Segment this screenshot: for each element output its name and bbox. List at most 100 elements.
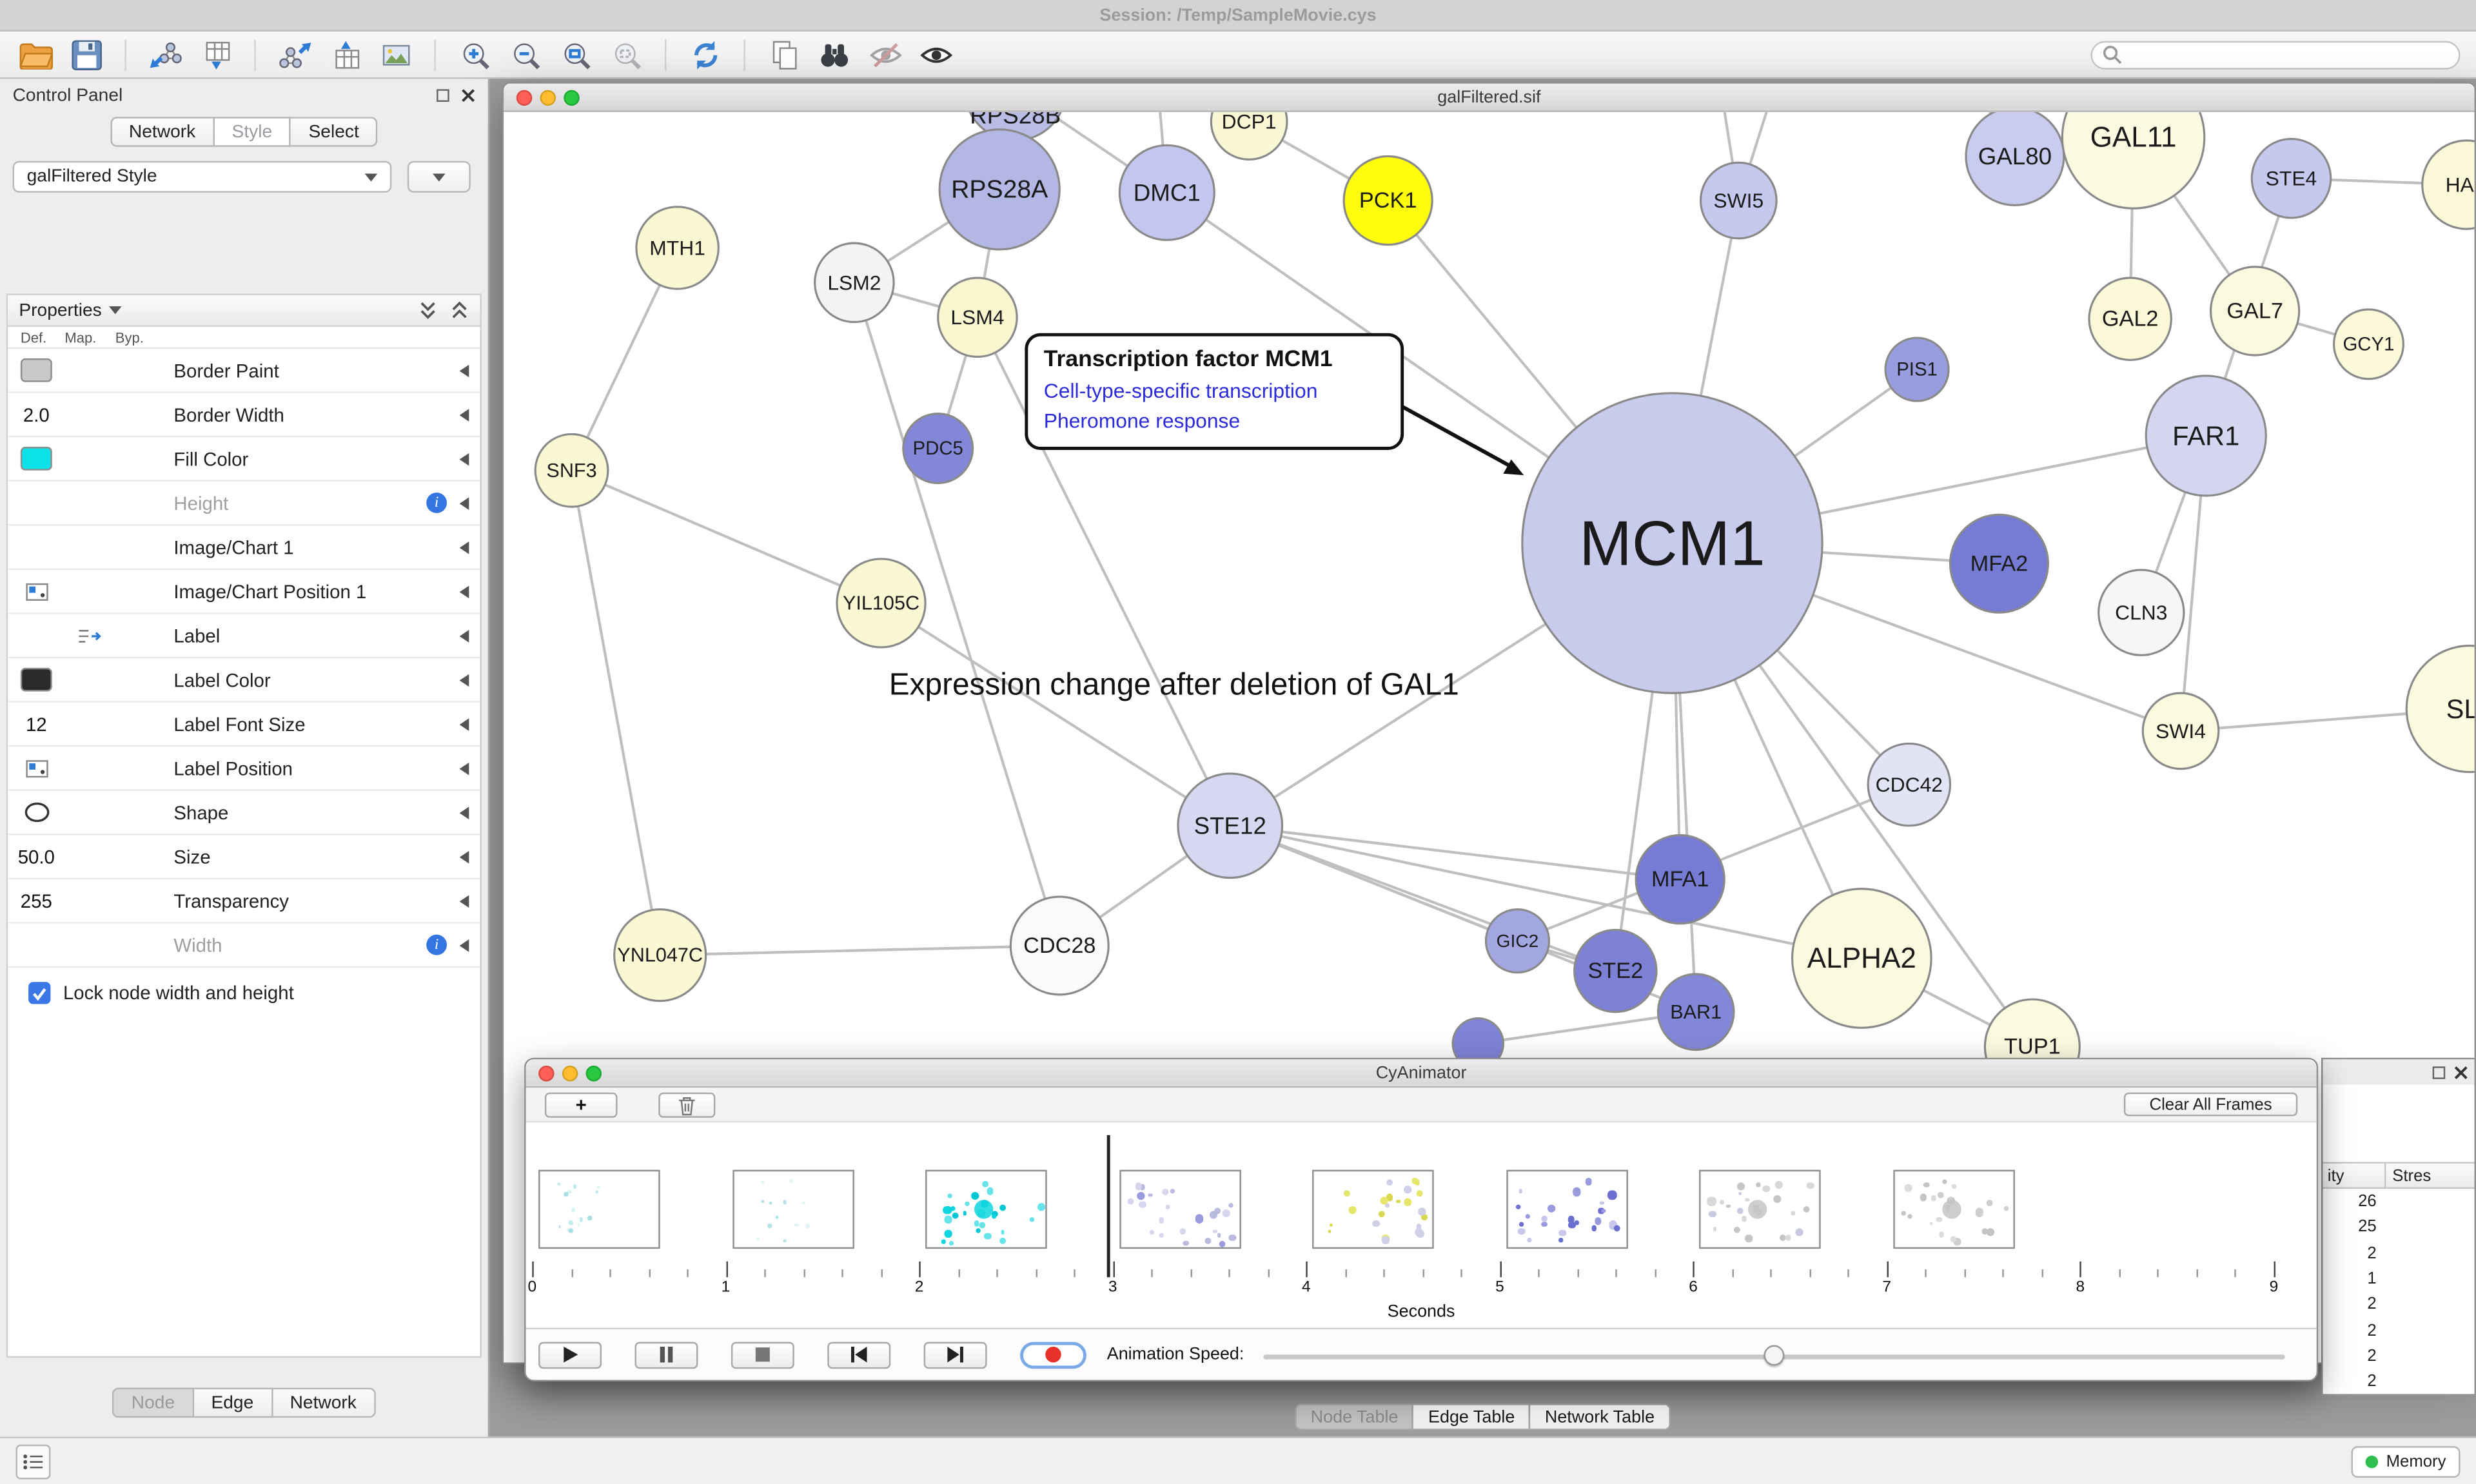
expand-arrow-icon[interactable] [459, 938, 469, 952]
annotation-box[interactable]: Transcription factor MCM1 Cell-type-spec… [1025, 333, 1404, 450]
float-panel-icon[interactable] [436, 88, 450, 103]
network-node[interactable]: STE2 [1573, 928, 1658, 1013]
collapse-all-icon[interactable] [418, 300, 437, 320]
expand-arrow-icon[interactable] [459, 496, 469, 509]
zoom-in-button[interactable] [455, 35, 494, 74]
expand-arrow-icon[interactable] [459, 850, 469, 863]
network-window-titlebar[interactable]: galFiltered.sif [504, 83, 2475, 112]
frame-thumbnail[interactable] [1506, 1169, 1628, 1249]
find-button[interactable] [815, 35, 854, 74]
expand-arrow-icon[interactable] [459, 806, 469, 819]
network-node[interactable]: LSM2 [814, 242, 895, 324]
expand-all-icon[interactable] [450, 300, 469, 320]
export-table-button[interactable] [325, 35, 364, 74]
property-row[interactable]: Label Position [8, 747, 480, 791]
frame-thumbnail[interactable] [925, 1169, 1047, 1249]
tab-style[interactable]: Style [214, 117, 291, 147]
network-node[interactable]: GAL2 [2088, 277, 2172, 361]
import-table-button[interactable] [196, 35, 235, 74]
apply-layout-button[interactable] [685, 35, 725, 74]
property-row[interactable]: Border Paint [8, 349, 480, 393]
network-node[interactable]: RPS28A [938, 128, 1061, 251]
tab-network-table[interactable]: Network Table [1530, 1403, 1671, 1430]
network-node[interactable]: FAR1 [2145, 375, 2267, 497]
lock-size-checkbox[interactable] [28, 982, 51, 1004]
timeline-playhead[interactable] [1106, 1135, 1110, 1278]
chevron-down-icon[interactable] [110, 306, 123, 315]
expand-arrow-icon[interactable] [459, 718, 469, 730]
tab-network[interactable]: Network [110, 117, 215, 147]
expand-arrow-icon[interactable] [459, 585, 469, 598]
slider-thumb[interactable] [1764, 1344, 1785, 1365]
network-node[interactable]: MFA2 [1949, 513, 2049, 614]
annotation-link[interactable]: Pheromone response [1043, 409, 1241, 433]
export-image-button[interactable] [376, 35, 415, 74]
network-edge[interactable] [571, 469, 882, 605]
tab-edge-table[interactable]: Edge Table [1413, 1403, 1531, 1430]
network-edge[interactable] [880, 601, 1231, 827]
previous-frame-button[interactable] [827, 1341, 891, 1369]
import-network-button[interactable] [145, 35, 184, 74]
close-window-icon[interactable] [538, 1066, 555, 1082]
default-value[interactable]: 12 [25, 712, 47, 736]
open-file-button[interactable] [15, 35, 55, 74]
zoom-fit-button[interactable] [556, 35, 595, 74]
search-field[interactable] [2090, 40, 2461, 69]
zoom-selected-button[interactable] [606, 35, 645, 74]
close-panel-icon[interactable] [2454, 1065, 2468, 1079]
pause-button[interactable] [634, 1341, 698, 1369]
expand-arrow-icon[interactable] [459, 673, 469, 687]
expand-arrow-icon[interactable] [459, 364, 469, 377]
close-panel-icon[interactable] [461, 88, 475, 103]
property-row[interactable]: Fill Color [8, 437, 480, 482]
network-node[interactable]: GAL80 [1965, 112, 2065, 206]
network-node[interactable]: GIC2 [1484, 908, 1551, 974]
table-column-header[interactable]: ity [2323, 1163, 2386, 1187]
expand-arrow-icon[interactable] [459, 894, 469, 907]
copy-button[interactable] [764, 35, 803, 74]
tab-node-table[interactable]: Node Table [1295, 1403, 1414, 1430]
property-row[interactable]: Image/Chart 1 [8, 525, 480, 571]
network-node[interactable]: LSM4 [937, 277, 1018, 358]
clear-all-frames-button[interactable]: Clear All Frames [2123, 1092, 2298, 1117]
network-edge[interactable] [852, 282, 1061, 946]
frame-thumbnail[interactable] [732, 1169, 854, 1249]
expand-arrow-icon[interactable] [459, 761, 469, 775]
property-row[interactable]: Label Color [8, 658, 480, 703]
style-selector[interactable]: galFiltered Style [12, 161, 392, 193]
default-value[interactable]: 255 [20, 890, 52, 912]
network-node[interactable]: STE4 [2250, 137, 2332, 219]
frame-thumbnail[interactable] [1699, 1169, 1822, 1249]
network-edge[interactable] [1230, 824, 1616, 973]
default-value-swatch[interactable] [20, 667, 52, 692]
zoom-window-icon[interactable] [585, 1066, 602, 1082]
property-row[interactable]: Image/Chart Position 1 [8, 570, 480, 614]
tab-select[interactable]: Select [291, 117, 378, 147]
network-node[interactable]: SLT [2405, 645, 2475, 774]
network-edge[interactable] [976, 317, 1232, 826]
next-frame-button[interactable] [923, 1341, 987, 1369]
property-row[interactable]: Shape [8, 790, 480, 835]
tab-network-bottom[interactable]: Network [272, 1387, 376, 1418]
expand-arrow-icon[interactable] [459, 540, 469, 554]
show-all-button[interactable] [916, 35, 955, 74]
network-node[interactable]: PCK1 [1342, 155, 1433, 246]
default-value-swatch[interactable] [20, 358, 52, 382]
minimize-window-icon[interactable] [562, 1066, 578, 1082]
delete-frame-button[interactable] [658, 1091, 716, 1117]
hide-selected-button[interactable] [865, 35, 905, 74]
expand-arrow-icon[interactable] [459, 408, 469, 421]
network-node[interactable]: PIS1 [1884, 337, 1950, 402]
cyanimator-titlebar[interactable]: CyAnimator [526, 1059, 2317, 1088]
frame-thumbnail[interactable] [1119, 1169, 1241, 1249]
play-button[interactable] [538, 1341, 602, 1369]
network-node[interactable]: STE12 [1177, 772, 1284, 879]
network-node[interactable]: SNF3 [534, 433, 609, 508]
network-node[interactable]: SWI5 [1699, 161, 1778, 240]
save-session-button[interactable] [66, 35, 106, 74]
add-frame-button[interactable]: + [544, 1091, 618, 1117]
